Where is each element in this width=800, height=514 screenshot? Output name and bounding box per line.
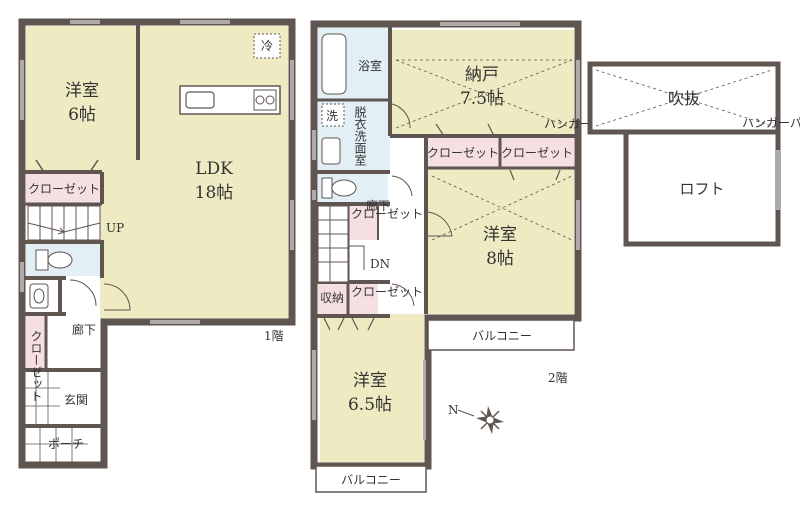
western-room-65-name: 洋室 (353, 371, 387, 391)
dn-label: DN (370, 257, 390, 271)
ldk-name: LDK (195, 159, 233, 179)
western-room-8-name: 洋室 (483, 225, 517, 245)
western-room-8-size: 8帖 (486, 249, 514, 269)
stove-icon (253, 89, 277, 111)
stairs-2f (317, 205, 365, 283)
compass-north-label: N (448, 403, 459, 417)
western-room-65-fill (320, 314, 424, 464)
hallway-1f-label: 廊下 (72, 322, 96, 337)
washer-label: 洗 (326, 109, 338, 123)
vanity-icon (321, 137, 341, 165)
balcony-a-label: バルコニー (472, 329, 532, 343)
western-room-8-fill (426, 168, 574, 314)
toilet-2f-icon (331, 179, 357, 197)
ldk-size: 18帖 (195, 183, 234, 203)
fridge-box (253, 33, 281, 59)
storage-fill (318, 284, 348, 316)
floor-2: 洗 浴室 脱衣洗面室 納戸 7.5帖 クローゼット クローゼット ハンガーパイプ… (310, 20, 628, 493)
balcony-a (427, 319, 575, 351)
closet-stairs-label: クローゼット (351, 207, 423, 221)
floor-1: 冷 洋室 6帖 LDK 18帖 クローゼット UP クローゼット 廊下 (18, 18, 296, 469)
bathtub-icon (321, 33, 347, 95)
storage-room-name: 納戸 (465, 65, 499, 85)
closet-vertical-fill (26, 314, 46, 370)
closet-a-label: クローゼット (427, 146, 499, 160)
closet-vertical-label: クローゼット (29, 330, 43, 402)
washer-box (321, 103, 345, 127)
up-label: UP (106, 221, 124, 235)
sink-icon (185, 91, 215, 109)
closet-small-fill (348, 284, 378, 316)
western-room-6-fill (26, 26, 138, 172)
kitchen-counter (179, 85, 281, 115)
floor-1-outer-wall (18, 18, 296, 469)
storage-room-size: 7.5帖 (460, 89, 504, 109)
wash-basin-icon (29, 283, 49, 309)
washroom-label: 脱衣洗面室 (353, 105, 367, 166)
floor-2-outer-wall (310, 20, 582, 470)
fridge-label: 冷 (261, 39, 273, 53)
closet-1f-label: クローゼット (28, 182, 100, 196)
void-label: 吹抜 (668, 89, 700, 108)
loft: 吹抜 ロフト ハンガーパイプ (587, 61, 800, 247)
western-room-6-size: 6帖 (68, 105, 96, 125)
loft-label: ロフト (679, 180, 724, 198)
porch-label: ポーチ (48, 437, 84, 451)
bath-label: 浴室 (358, 58, 382, 73)
closet-b-label: クローゼット (501, 146, 573, 160)
entrance-tiles (24, 370, 88, 465)
closet-stairs-fill (348, 206, 378, 240)
loft-box (623, 129, 781, 247)
balcony-b (315, 465, 427, 493)
entrance-label: 玄関 (64, 392, 88, 407)
stairs-1f (27, 205, 101, 241)
balcony-b-label: バルコニー (341, 473, 401, 487)
compass-icon (457, 406, 504, 434)
storage-room-fill (392, 30, 574, 136)
floor-2-label: 2階 (548, 370, 568, 385)
ldk-fill (138, 26, 288, 319)
closet-small-label: クローゼット (351, 285, 423, 299)
western-room-65-size: 6.5帖 (348, 395, 392, 415)
floor-1-label: 1階 (264, 328, 284, 343)
closet-1f-fill (26, 174, 102, 204)
hallway-2f-label: 廊下 (366, 198, 390, 213)
loft-hanger-pipe-label: ハンガーパイプ (742, 116, 800, 130)
western-room-6-name: 洋室 (65, 81, 99, 101)
toilet-1f-icon (47, 251, 73, 269)
storage-label: 収納 (320, 291, 344, 305)
